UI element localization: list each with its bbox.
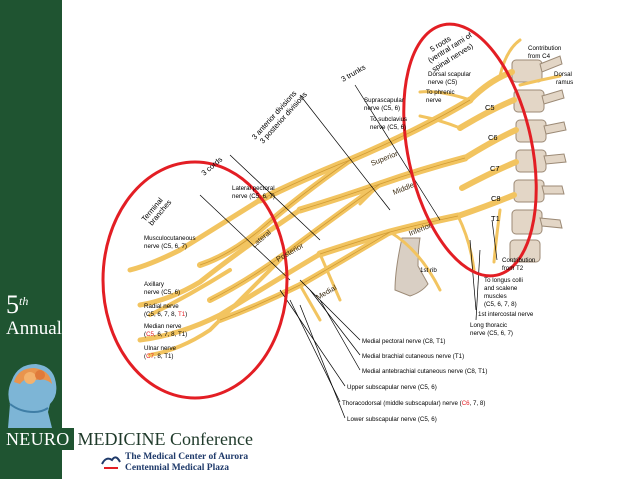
lateral-pectoral-line2: nerve (C5, 6, 7) [232,193,275,200]
medial-pectoral-label: Medial pectoral nerve (C8, T1) [362,338,445,345]
sponsor-line-1: The Medical Center of Aurora [125,452,249,462]
radial-line2: (C5, 6, 7, 8, T1) [144,311,187,318]
brachial-plexus-diagram: 5 roots (ventral rami of spinal nerves) … [101,22,573,423]
longus-line1: To longus colli [484,277,523,284]
dorsal-scapular-line1: Dorsal scapular [428,71,471,78]
root-c5-label: C5 [485,103,495,112]
intercostal-label: 1st intercostal nerve [478,311,534,318]
longus-line3: muscles [484,293,507,300]
healthone-logo-icon [100,452,122,474]
trunk-middle-label: Middle [391,180,415,197]
edition-word: Annual [6,318,62,339]
conference-neuro: NEURO [0,428,74,450]
roots-highlight-circle [402,22,538,278]
long-thoracic-line2: nerve (C5, 6, 7) [470,330,513,337]
vertebral-column [509,55,567,263]
root-c6-label: C6 [488,133,498,142]
cord-medial-label: Medial [315,283,339,302]
medial-antebrachial-label: Medial antebrachial cutaneous nerve (C8,… [362,368,487,375]
ulnar-line2: (C7, 8, T1) [144,353,173,360]
axillary-line2: nerve (C5, 6) [144,289,180,296]
longus-line4: (C5, 6, 7, 8) [484,301,517,308]
radial-line1: Radial nerve [144,303,179,310]
first-rib-label: 1st rib [420,267,437,274]
contribution-c4-line2: from C4 [528,53,551,60]
contribution-t2-line1: Contribution [502,257,536,264]
brain-head-icon [0,342,62,428]
upper-subscapular-label: Upper subscapular nerve (C5, 6) [347,384,437,391]
first-rib [394,237,429,297]
dorsal-ramus-line1: Dorsal [554,71,572,78]
longus-line2: and scalene [484,285,518,292]
terminal-branches-highlight-circle [101,160,289,400]
musculocutaneous-line2: nerve (C5, 6, 7) [144,243,187,250]
nerve-outlines [199,99,471,321]
lower-subscapular-label: Lower subscapular nerve (C5, 6) [347,416,437,423]
lateral-pectoral-line1: Lateral pectoral [232,185,275,192]
median-line2: (C5, 6, 7, 8, T1) [144,331,187,338]
median-line1: Median nerve [144,323,182,330]
trunks-label: 3 trunks [340,62,368,83]
medial-brachial-label: Medial brachial cutaneous nerve (T1) [362,353,464,360]
axillary-line1: Axillary [144,281,165,288]
musculocutaneous-line1: Musculocutaneous [144,235,196,242]
sponsor-logo: The Medical Center of Aurora Centennial … [100,452,248,474]
dorsal-ramus-line2: ramus [556,79,573,86]
conference-banner: NEURO MEDICINE Conference [0,428,260,450]
root-t1-label: T1 [491,214,500,223]
thoracodorsal-label: Thoracodorsal (middle subscapular) nerve… [342,400,485,407]
contribution-t2-line2: from T2 [502,265,524,272]
phrenic-line1: To phrenic [426,89,455,96]
sponsor-line-2: Centennial Medical Plaza [125,463,229,473]
subclavius-line1: To subclavius [370,116,407,123]
suprascapular-line1: Suprascapular [364,97,404,104]
root-c8-label: C8 [491,194,501,203]
ulnar-line1: Ulnar nerve [144,345,177,352]
long-thoracic-line1: Long thoracic [470,322,507,329]
root-c7-label: C7 [490,164,500,173]
leader-lines [199,84,498,419]
subclavius-line2: nerve (C5, 6) [370,124,406,131]
edition-number: 5th [6,290,29,319]
contribution-c4-line1: Contribution [528,45,562,52]
suprascapular-line2: nerve (C5, 6) [364,105,400,112]
phrenic-line2: nerve [426,97,442,104]
conference-title: MEDICINE Conference [77,428,253,449]
cord-posterior-label: Posterior [275,241,306,264]
dorsal-scapular-line2: nerve (C5) [428,79,457,86]
